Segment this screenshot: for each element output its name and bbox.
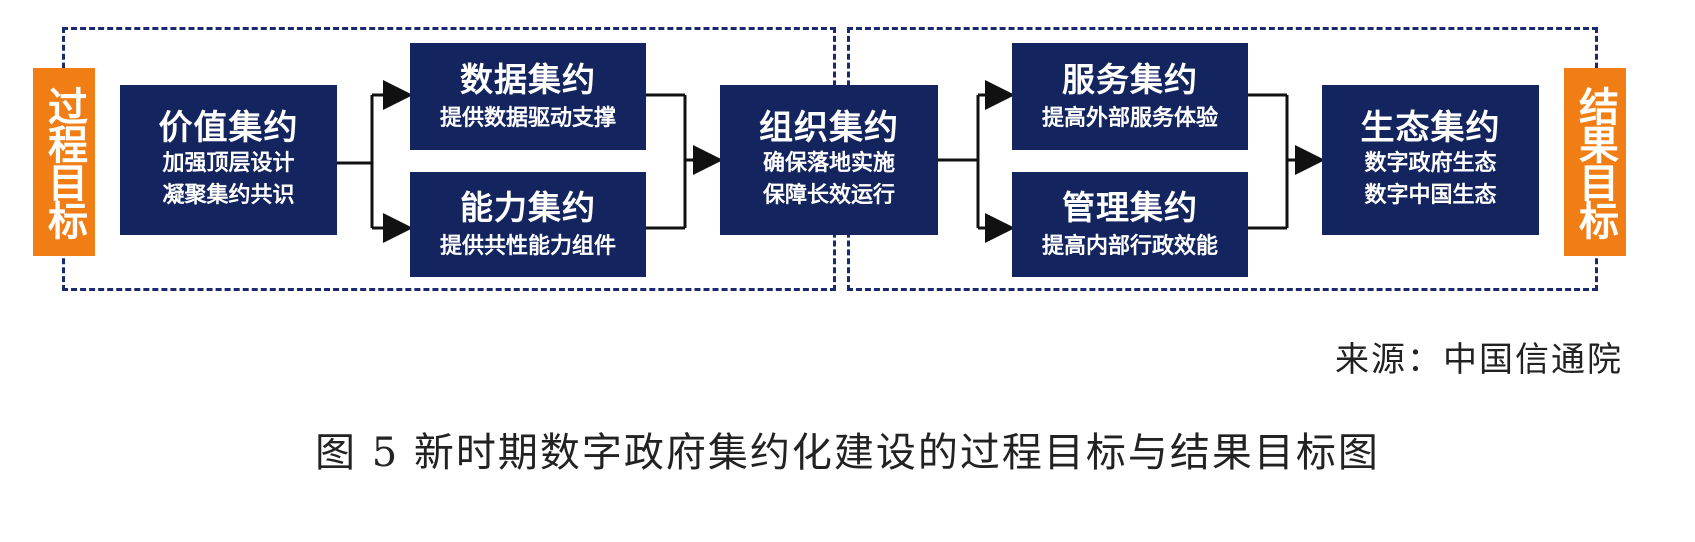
node-subtitle: 提高外部服务体验	[1041, 105, 1218, 131]
node-ability-intensive: 能力集约 提供共性能力组件	[410, 172, 646, 277]
node-organization-intensive: 组织集约 确保落地实施 保障长效运行	[720, 85, 938, 235]
figure-caption: 图 5 新时期数字政府集约化建设的过程目标与结果目标图	[315, 430, 1380, 476]
node-title: 组织集约	[759, 108, 899, 148]
node-title: 数据集约	[460, 59, 596, 99]
source-note: 来源：中国信通院	[1335, 340, 1623, 380]
node-title: 能力集约	[460, 187, 596, 227]
node-title: 价值集约	[158, 108, 299, 148]
node-subtitle: 提供数据驱动支撑	[439, 105, 616, 131]
node-line: 确保落地实施	[762, 151, 895, 176]
node-management-intensive: 管理集约 提高内部行政效能	[1012, 172, 1248, 277]
node-line: 保障长效运行	[762, 183, 895, 208]
node-subtitle: 提高内部行政效能	[1041, 233, 1218, 259]
node-data-intensive: 数据集约 提供数据驱动支撑	[410, 43, 646, 150]
node-value-intensive: 价值集约 加强顶层设计 凝聚集约共识	[120, 85, 337, 235]
node-title: 服务集约	[1062, 59, 1198, 99]
result-goal-badge: 结果目标	[1564, 68, 1626, 256]
node-line: 数字中国生态	[1364, 183, 1497, 208]
node-line: 凝聚集约共识	[162, 183, 295, 208]
process-goal-badge: 过程目标	[33, 68, 95, 256]
node-ecosystem-intensive: 生态集约 数字政府生态 数字中国生态	[1322, 85, 1539, 235]
node-subtitle: 提供共性能力组件	[439, 233, 616, 259]
node-service-intensive: 服务集约 提高外部服务体验	[1012, 43, 1248, 150]
node-line: 加强顶层设计	[162, 151, 295, 176]
node-line: 数字政府生态	[1364, 151, 1497, 176]
node-title: 管理集约	[1062, 187, 1198, 227]
node-title: 生态集约	[1360, 108, 1501, 148]
